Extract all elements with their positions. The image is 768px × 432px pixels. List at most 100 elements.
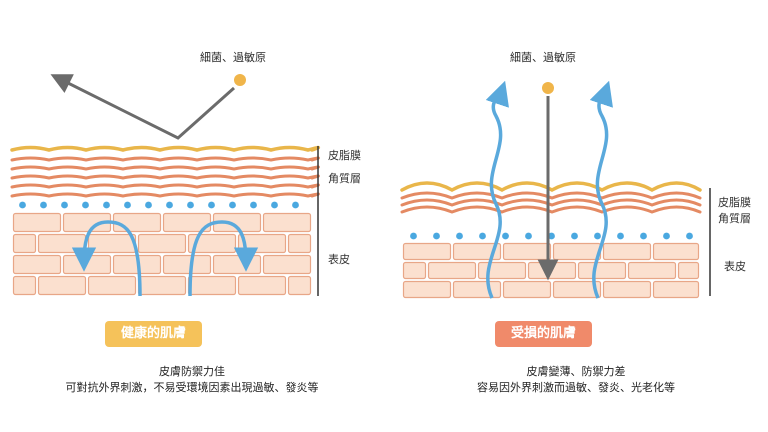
healthy-cell bbox=[262, 212, 312, 233]
damaged-cell bbox=[552, 242, 602, 261]
damaged-moisture-dot bbox=[686, 232, 693, 240]
damaged-cell bbox=[527, 261, 577, 280]
healthy-moisture-dot bbox=[82, 201, 89, 209]
healthy-desc-line1: 皮膚防禦力佳 bbox=[159, 365, 225, 378]
healthy-cell bbox=[187, 275, 237, 296]
damaged-badge: 受損的肌膚 bbox=[495, 321, 593, 347]
damaged-moisture-loss-arrow-left bbox=[485, 80, 509, 299]
healthy-moisture-dot bbox=[145, 201, 152, 209]
healthy-moisture-dot bbox=[208, 201, 215, 209]
damaged-cell bbox=[602, 242, 652, 261]
damaged-desc-line1: 皮膚變薄、防禦力差 bbox=[526, 365, 626, 378]
damaged-cell bbox=[502, 242, 552, 261]
healthy-moisture-dot bbox=[124, 201, 131, 209]
damaged-moisture-dot bbox=[571, 232, 578, 240]
healthy-sebum-line bbox=[10, 145, 320, 152]
damaged-moisture-dot bbox=[502, 232, 509, 240]
healthy-cell bbox=[87, 233, 137, 254]
healthy-cell bbox=[37, 275, 87, 296]
damaged-cell bbox=[427, 261, 477, 280]
damaged-moisture-loss-arrow-right bbox=[589, 80, 613, 299]
damaged-cell bbox=[477, 261, 527, 280]
healthy-pathogen-label: 細菌、過敏原 bbox=[200, 51, 266, 64]
damaged-cell bbox=[677, 261, 700, 280]
healthy-cell bbox=[137, 275, 187, 296]
damaged-moisture-dot bbox=[594, 232, 601, 240]
damaged-stratum-label: 角質層 bbox=[718, 212, 751, 225]
damaged-cell bbox=[452, 280, 502, 299]
healthy-sebum-label: 皮脂膜 bbox=[328, 149, 361, 162]
healthy-epidermis-label: 表皮 bbox=[328, 253, 350, 266]
healthy-moisture-dot bbox=[103, 201, 110, 209]
damaged-cell bbox=[627, 261, 677, 280]
healthy-cell bbox=[12, 212, 62, 233]
healthy-cell bbox=[12, 233, 37, 254]
healthy-cell bbox=[12, 275, 37, 296]
healthy-cell bbox=[262, 254, 312, 275]
damaged-moisture-dot bbox=[433, 232, 440, 240]
healthy-cell bbox=[237, 275, 287, 296]
healthy-stratum-label: 角質層 bbox=[328, 172, 361, 185]
healthy-cell bbox=[187, 233, 237, 254]
healthy-desc-line2: 可對抗外界刺激，不易受環境因素出現過敏、發炎等 bbox=[65, 381, 319, 394]
healthy-cell bbox=[112, 212, 162, 233]
healthy-cell bbox=[137, 233, 187, 254]
damaged-moisture-dot bbox=[548, 232, 555, 240]
damaged-cell bbox=[452, 242, 502, 261]
healthy-cell bbox=[62, 254, 112, 275]
healthy-cell bbox=[287, 233, 312, 254]
damaged-cell bbox=[402, 280, 452, 299]
healthy-moisture-dot bbox=[292, 201, 299, 209]
healthy-moisture-dot bbox=[229, 201, 236, 209]
damaged-pathogen-label: 細菌、過敏原 bbox=[510, 51, 576, 64]
damaged-bacteria-icon bbox=[542, 82, 554, 94]
damaged-cell bbox=[502, 280, 552, 299]
damaged-moisture-dot bbox=[640, 232, 647, 240]
damaged-cell bbox=[402, 242, 452, 261]
damaged-moisture-dot bbox=[410, 232, 417, 240]
healthy-bacteria-icon bbox=[234, 74, 246, 86]
damaged-cell bbox=[602, 280, 652, 299]
damaged-moisture-dot bbox=[525, 232, 532, 240]
damaged-cell bbox=[552, 280, 602, 299]
damaged-sebum-label: 皮脂膜 bbox=[718, 196, 751, 209]
healthy-moisture-dot bbox=[40, 201, 47, 209]
healthy-deflect-arrow bbox=[50, 74, 235, 140]
healthy-stratum-line bbox=[10, 165, 320, 171]
healthy-moisture-dot bbox=[187, 201, 194, 209]
damaged-moisture-dot bbox=[663, 232, 670, 240]
damaged-cell bbox=[402, 261, 427, 280]
healthy-cell bbox=[12, 254, 62, 275]
damaged-stratum-line bbox=[400, 191, 702, 200]
healthy-moisture-arrow-left bbox=[71, 220, 142, 297]
damaged-moisture-dot bbox=[617, 232, 624, 240]
healthy-cell bbox=[87, 275, 137, 296]
healthy-stratum-line bbox=[10, 156, 320, 162]
damaged-sebum-line bbox=[400, 181, 702, 193]
healthy-stratum-line bbox=[10, 183, 320, 189]
damaged-moisture-dot bbox=[479, 232, 486, 240]
damaged-cell bbox=[652, 280, 700, 299]
damaged-cell bbox=[652, 242, 700, 261]
damaged-moisture-dot bbox=[456, 232, 463, 240]
healthy-stratum-line bbox=[10, 174, 320, 180]
healthy-moisture-dot bbox=[61, 201, 68, 209]
healthy-cell bbox=[162, 254, 212, 275]
healthy-stratum-line bbox=[10, 192, 320, 198]
damaged-cell bbox=[577, 261, 627, 280]
healthy-cell bbox=[212, 254, 262, 275]
damaged-desc-line2: 容易因外界刺激而過敏、發炎、光老化等 bbox=[477, 381, 675, 394]
damaged-stratum-line bbox=[400, 205, 702, 214]
healthy-cell bbox=[37, 233, 87, 254]
healthy-moisture-dot bbox=[250, 201, 257, 209]
healthy-cell bbox=[287, 275, 312, 296]
healthy-moisture-dot bbox=[19, 201, 26, 209]
damaged-epidermis-label: 表皮 bbox=[724, 260, 746, 273]
damaged-stratum-line bbox=[400, 198, 702, 207]
healthy-moisture-arrow-right bbox=[188, 220, 259, 297]
healthy-moisture-dot bbox=[166, 201, 173, 209]
healthy-moisture-dot bbox=[271, 201, 278, 209]
healthy-badge: 健康的肌膚 bbox=[105, 321, 203, 347]
